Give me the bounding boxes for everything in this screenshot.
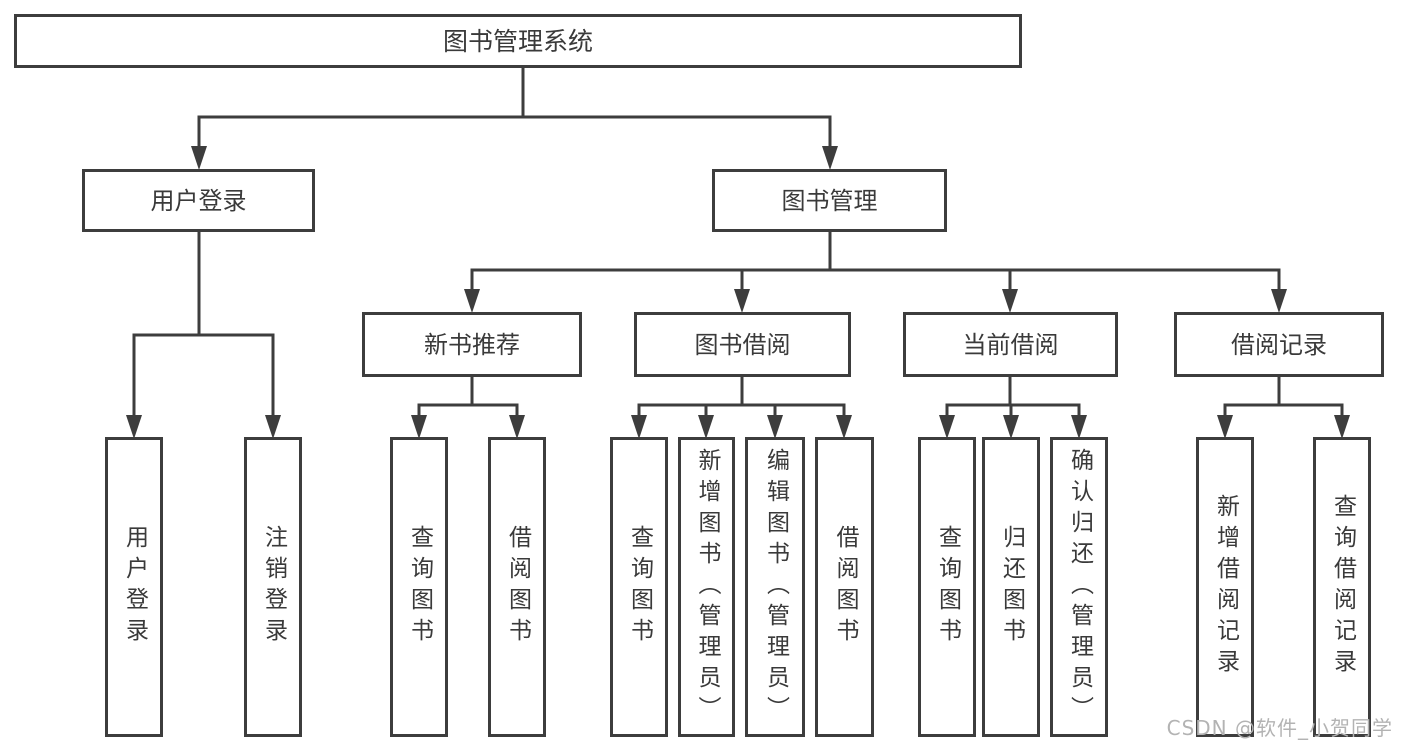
node-query-books-borrowing: 查询图书 [610, 437, 668, 737]
node-add-borrow-record-label: 新增借阅记录 [1212, 494, 1239, 680]
node-book-borrowing: 图书借阅 [634, 312, 851, 377]
node-confirm-return-admin: 确认归还（管理员） [1050, 437, 1108, 737]
node-logout: 注销登录 [244, 437, 302, 737]
node-borrow-books-borrowing-label: 借阅图书 [832, 525, 858, 649]
node-edit-books-admin: 编辑图书（管理员） [745, 437, 805, 737]
node-new-book-recommend: 新书推荐 [362, 312, 582, 377]
connector-book-borrow-children [631, 376, 852, 439]
node-library-system-label: 图书管理系统 [442, 26, 593, 56]
node-user-login-leaf: 用户登录 [105, 437, 163, 737]
node-query-borrow-record: 查询借阅记录 [1313, 437, 1371, 737]
connector-book-mgmt-children [464, 231, 1287, 313]
node-book-management-label: 图书管理 [781, 186, 878, 215]
node-query-books-current-label: 查询图书 [934, 525, 961, 649]
node-confirm-return-admin-label: 确认归还（管理员） [1066, 447, 1093, 727]
connector-new-rec-children [411, 376, 525, 439]
node-query-books-recommend-label: 查询图书 [406, 525, 433, 649]
node-edit-books-admin-label: 编辑图书（管理员） [762, 447, 789, 727]
node-borrow-books-recommend: 借阅图书 [488, 437, 546, 737]
node-add-books-admin-label: 新增图书（管理员） [694, 447, 720, 727]
node-user-login-leaf-label: 用户登录 [121, 525, 148, 649]
node-return-books: 归还图书 [982, 437, 1040, 737]
node-user-login: 用户登录 [82, 169, 315, 232]
node-add-borrow-record: 新增借阅记录 [1196, 437, 1254, 737]
node-query-borrow-record-label: 查询借阅记录 [1329, 494, 1356, 680]
node-borrowing-records: 借阅记录 [1174, 312, 1384, 377]
connector-borrow-hist-children [1217, 376, 1350, 439]
node-return-books-label: 归还图书 [998, 525, 1025, 649]
connector-user-login-children [126, 231, 281, 439]
connector-cur-borrow-children [939, 376, 1087, 439]
node-book-borrowing-label: 图书借阅 [694, 330, 791, 359]
node-library-system: 图书管理系统 [14, 14, 1022, 68]
node-user-login-label: 用户登录 [150, 186, 247, 215]
node-logout-label: 注销登录 [260, 525, 287, 649]
connector-root-to-level2 [191, 67, 838, 170]
node-borrow-books-borrowing: 借阅图书 [815, 437, 874, 737]
node-book-management: 图书管理 [712, 169, 947, 232]
node-query-books-current: 查询图书 [918, 437, 976, 737]
node-query-books-borrowing-label: 查询图书 [626, 525, 653, 649]
node-borrow-books-recommend-label: 借阅图书 [504, 525, 531, 649]
node-borrowing-records-label: 借阅记录 [1231, 330, 1327, 359]
node-query-books-recommend: 查询图书 [390, 437, 448, 737]
node-current-borrowing-label: 当前借阅 [962, 330, 1059, 359]
node-current-borrowing: 当前借阅 [903, 312, 1118, 377]
node-new-book-recommend-label: 新书推荐 [424, 330, 520, 359]
node-add-books-admin: 新增图书（管理员） [678, 437, 735, 737]
csdn-watermark: CSDN @软件_小贺同学 [1166, 716, 1393, 740]
